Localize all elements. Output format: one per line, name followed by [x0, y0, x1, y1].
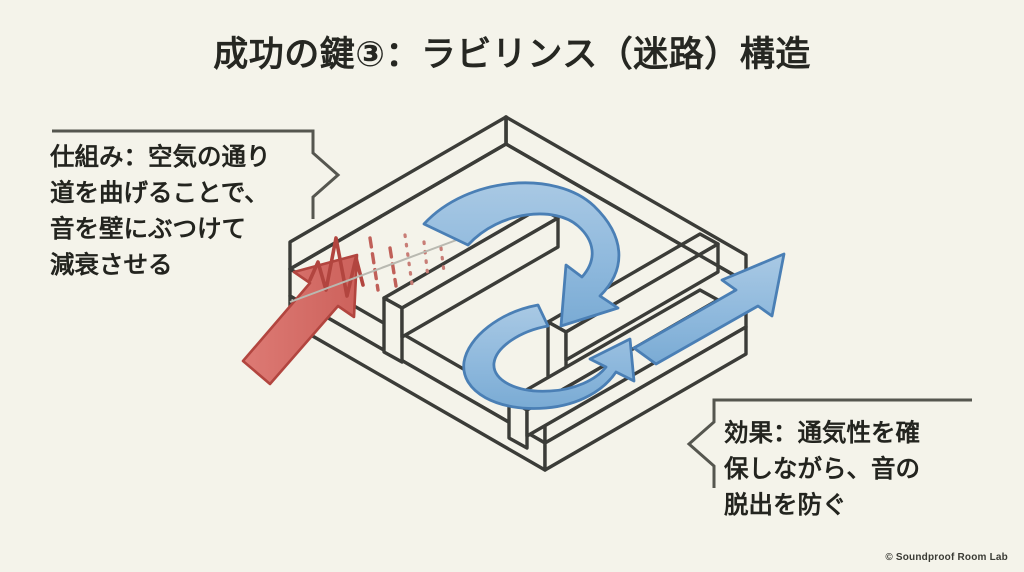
enclosure-walls [288, 115, 748, 472]
baffle-1-front [382, 296, 404, 364]
callout-leaders [52, 129, 972, 488]
baffle-1-side [400, 216, 560, 339]
airflow-turn-2 [462, 303, 636, 410]
airflow-arrows [422, 181, 786, 410]
callout-right-leader [686, 398, 972, 488]
airflow-inlet-turn-1 [422, 181, 621, 328]
rim-front-right [543, 325, 748, 472]
page-title: 成功の鍵③：ラビリンス（迷路）構造 [213, 35, 811, 74]
sound-path-guide-line [289, 234, 471, 303]
sound-wave-dotted [403, 233, 446, 286]
callout-left-leader [52, 129, 341, 219]
wall-back-right-inner-edge [504, 142, 748, 284]
incoming-sound-group [241, 233, 471, 386]
footer-credit: © Soundproof Room Lab [885, 552, 1008, 563]
baffle-2-side [564, 242, 720, 362]
wall-back-left-inner-edge [288, 142, 508, 271]
callout-effect-text: 効果：通気性を確 保しながら、音の 脱出を防ぐ [724, 420, 920, 519]
sound-wave-dashed [368, 236, 398, 292]
callout-mechanism-text: 仕組み：空気の通り 道を曲げることで、 音を壁にぶつけて 減衰させる [50, 144, 271, 279]
airflow-outlet [632, 252, 786, 366]
sound-wave-zigzag [308, 236, 365, 298]
